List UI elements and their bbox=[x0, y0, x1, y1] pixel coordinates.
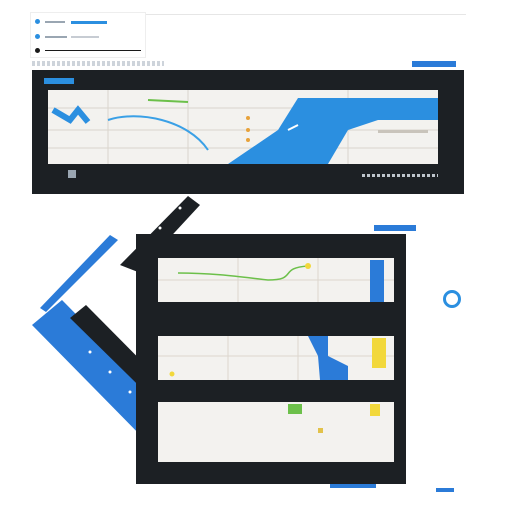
panel-tab bbox=[374, 225, 416, 231]
legend-row bbox=[35, 18, 135, 26]
legend-line bbox=[45, 36, 67, 38]
map-tile bbox=[158, 402, 394, 462]
legend-row bbox=[35, 47, 145, 55]
map-tile bbox=[48, 90, 438, 164]
legend-line bbox=[71, 21, 107, 24]
ring-icon bbox=[443, 290, 461, 308]
panel-badge bbox=[44, 78, 74, 84]
legend-card bbox=[30, 12, 146, 58]
map-graphic bbox=[158, 336, 394, 380]
scale-text bbox=[362, 174, 438, 177]
legend-line bbox=[71, 36, 99, 38]
map-graphic bbox=[158, 258, 394, 302]
map-graphic bbox=[288, 404, 380, 433]
legend-dot-icon bbox=[35, 19, 40, 24]
text-strip bbox=[32, 61, 164, 66]
panel-marker bbox=[68, 170, 76, 178]
route-panel bbox=[136, 234, 406, 484]
panel-tab bbox=[412, 61, 456, 67]
top-map-panel bbox=[32, 70, 464, 194]
map-graphic bbox=[48, 90, 438, 164]
legend-line bbox=[45, 21, 65, 23]
legend-row bbox=[35, 33, 135, 41]
map-tile bbox=[158, 336, 394, 380]
divider bbox=[146, 14, 466, 15]
map-tile bbox=[158, 258, 394, 302]
legend-dot-icon bbox=[35, 48, 40, 53]
marker-icon bbox=[436, 488, 454, 492]
legend-dot-icon bbox=[35, 34, 40, 39]
legend-line bbox=[45, 50, 141, 51]
